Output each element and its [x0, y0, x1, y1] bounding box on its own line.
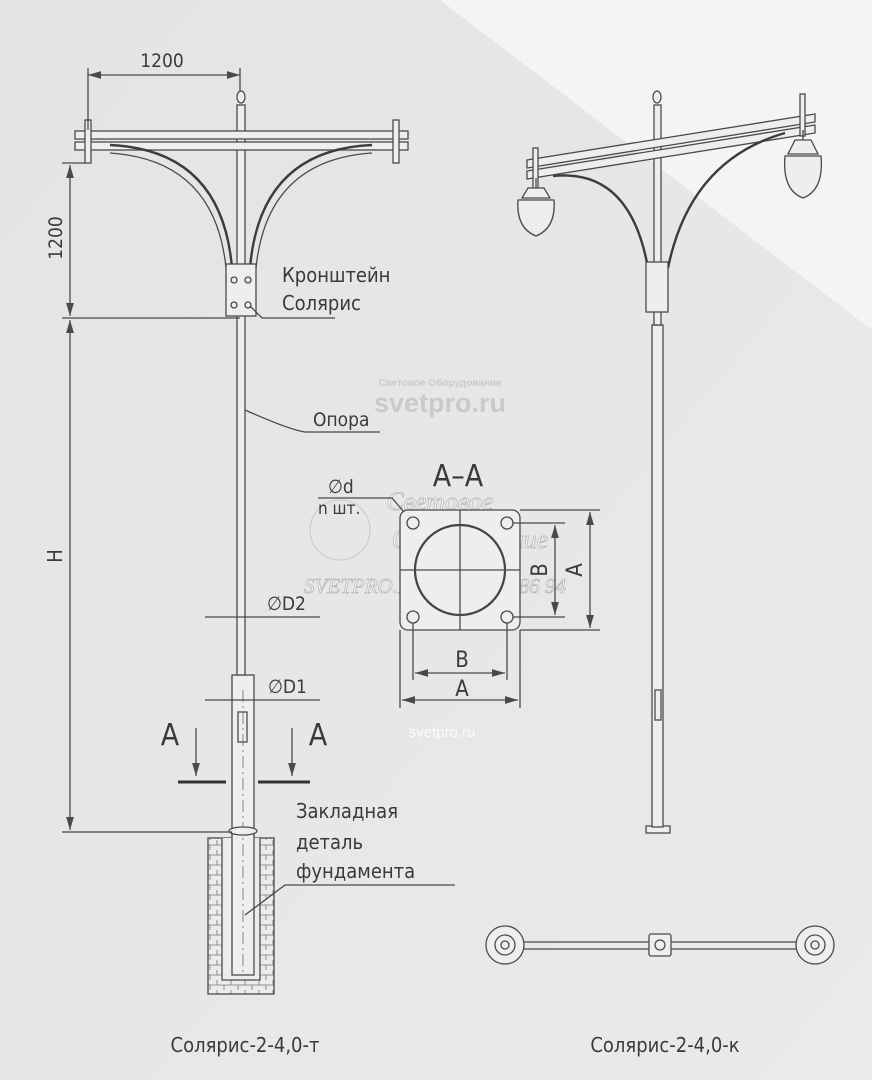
dim-width-label: 1200	[140, 50, 184, 72]
bolt-holes	[406, 516, 514, 624]
dim-b-vertical: B	[528, 563, 553, 577]
right-pole-view: Солярис-2-4,0-к	[485, 90, 835, 1057]
pole-finial	[652, 90, 662, 104]
watermark-small: Световое Оборудование	[378, 377, 502, 389]
pole-service-door	[654, 689, 662, 721]
section-marks: A A	[161, 718, 328, 784]
dimensions: 1200 1200 H	[43, 50, 241, 833]
foundation-leader	[244, 884, 455, 916]
pole-leader	[244, 409, 380, 433]
hole-diameter-label: ∅d	[328, 476, 354, 498]
lamp-left	[517, 178, 555, 237]
dim-a-vertical: A	[563, 563, 588, 577]
foundation-label-1: Закладная	[296, 799, 398, 823]
bracket	[526, 93, 816, 313]
watermark-bottom: svetpro.ru	[409, 724, 476, 741]
foundation-label-2: деталь	[296, 830, 363, 854]
bracket	[74, 119, 409, 317]
lamp-right	[783, 130, 823, 199]
left-caption: Солярис-2-4,0-т	[171, 1033, 320, 1057]
pole-service-door	[237, 711, 248, 743]
dim-a-horizontal: A	[455, 677, 469, 702]
section-a-a: A–A ∅d n шт. B A B A	[318, 459, 600, 708]
dim-bracket-height-label: 1200	[45, 216, 67, 260]
section-mark-right: A	[309, 718, 328, 753]
d1-label: ∅D1	[268, 676, 307, 698]
dim-height-label: H	[43, 549, 67, 563]
watermark-stamp-circle	[309, 499, 371, 561]
pole-label: Опора	[313, 409, 369, 431]
section-mark-left: A	[161, 718, 180, 753]
bracket-label-2: Солярис	[282, 291, 361, 315]
pole-flange	[228, 826, 258, 836]
pole-shaft-upper	[653, 104, 662, 326]
watermark-large: svetpro.ru	[374, 388, 506, 418]
left-pole-view: 1200 1200 H Кронштейн Солярис Опора ∅D2 …	[43, 50, 455, 1057]
pole-shaft	[236, 104, 246, 676]
d2-label: ∅D2	[267, 593, 306, 615]
bracket-label-1: Кронштейн	[282, 263, 390, 287]
section-title: A–A	[433, 459, 484, 494]
hole-count-label: n шт.	[318, 499, 360, 519]
bracket-leader	[249, 305, 335, 319]
right-caption: Солярис-2-4,0-к	[590, 1033, 739, 1057]
pole-finial	[236, 90, 246, 104]
top-view	[485, 925, 835, 965]
foundation-label-3: фундамента	[296, 859, 415, 883]
dim-b-horizontal: B	[455, 648, 469, 673]
pole-shaft-lower	[651, 324, 664, 828]
